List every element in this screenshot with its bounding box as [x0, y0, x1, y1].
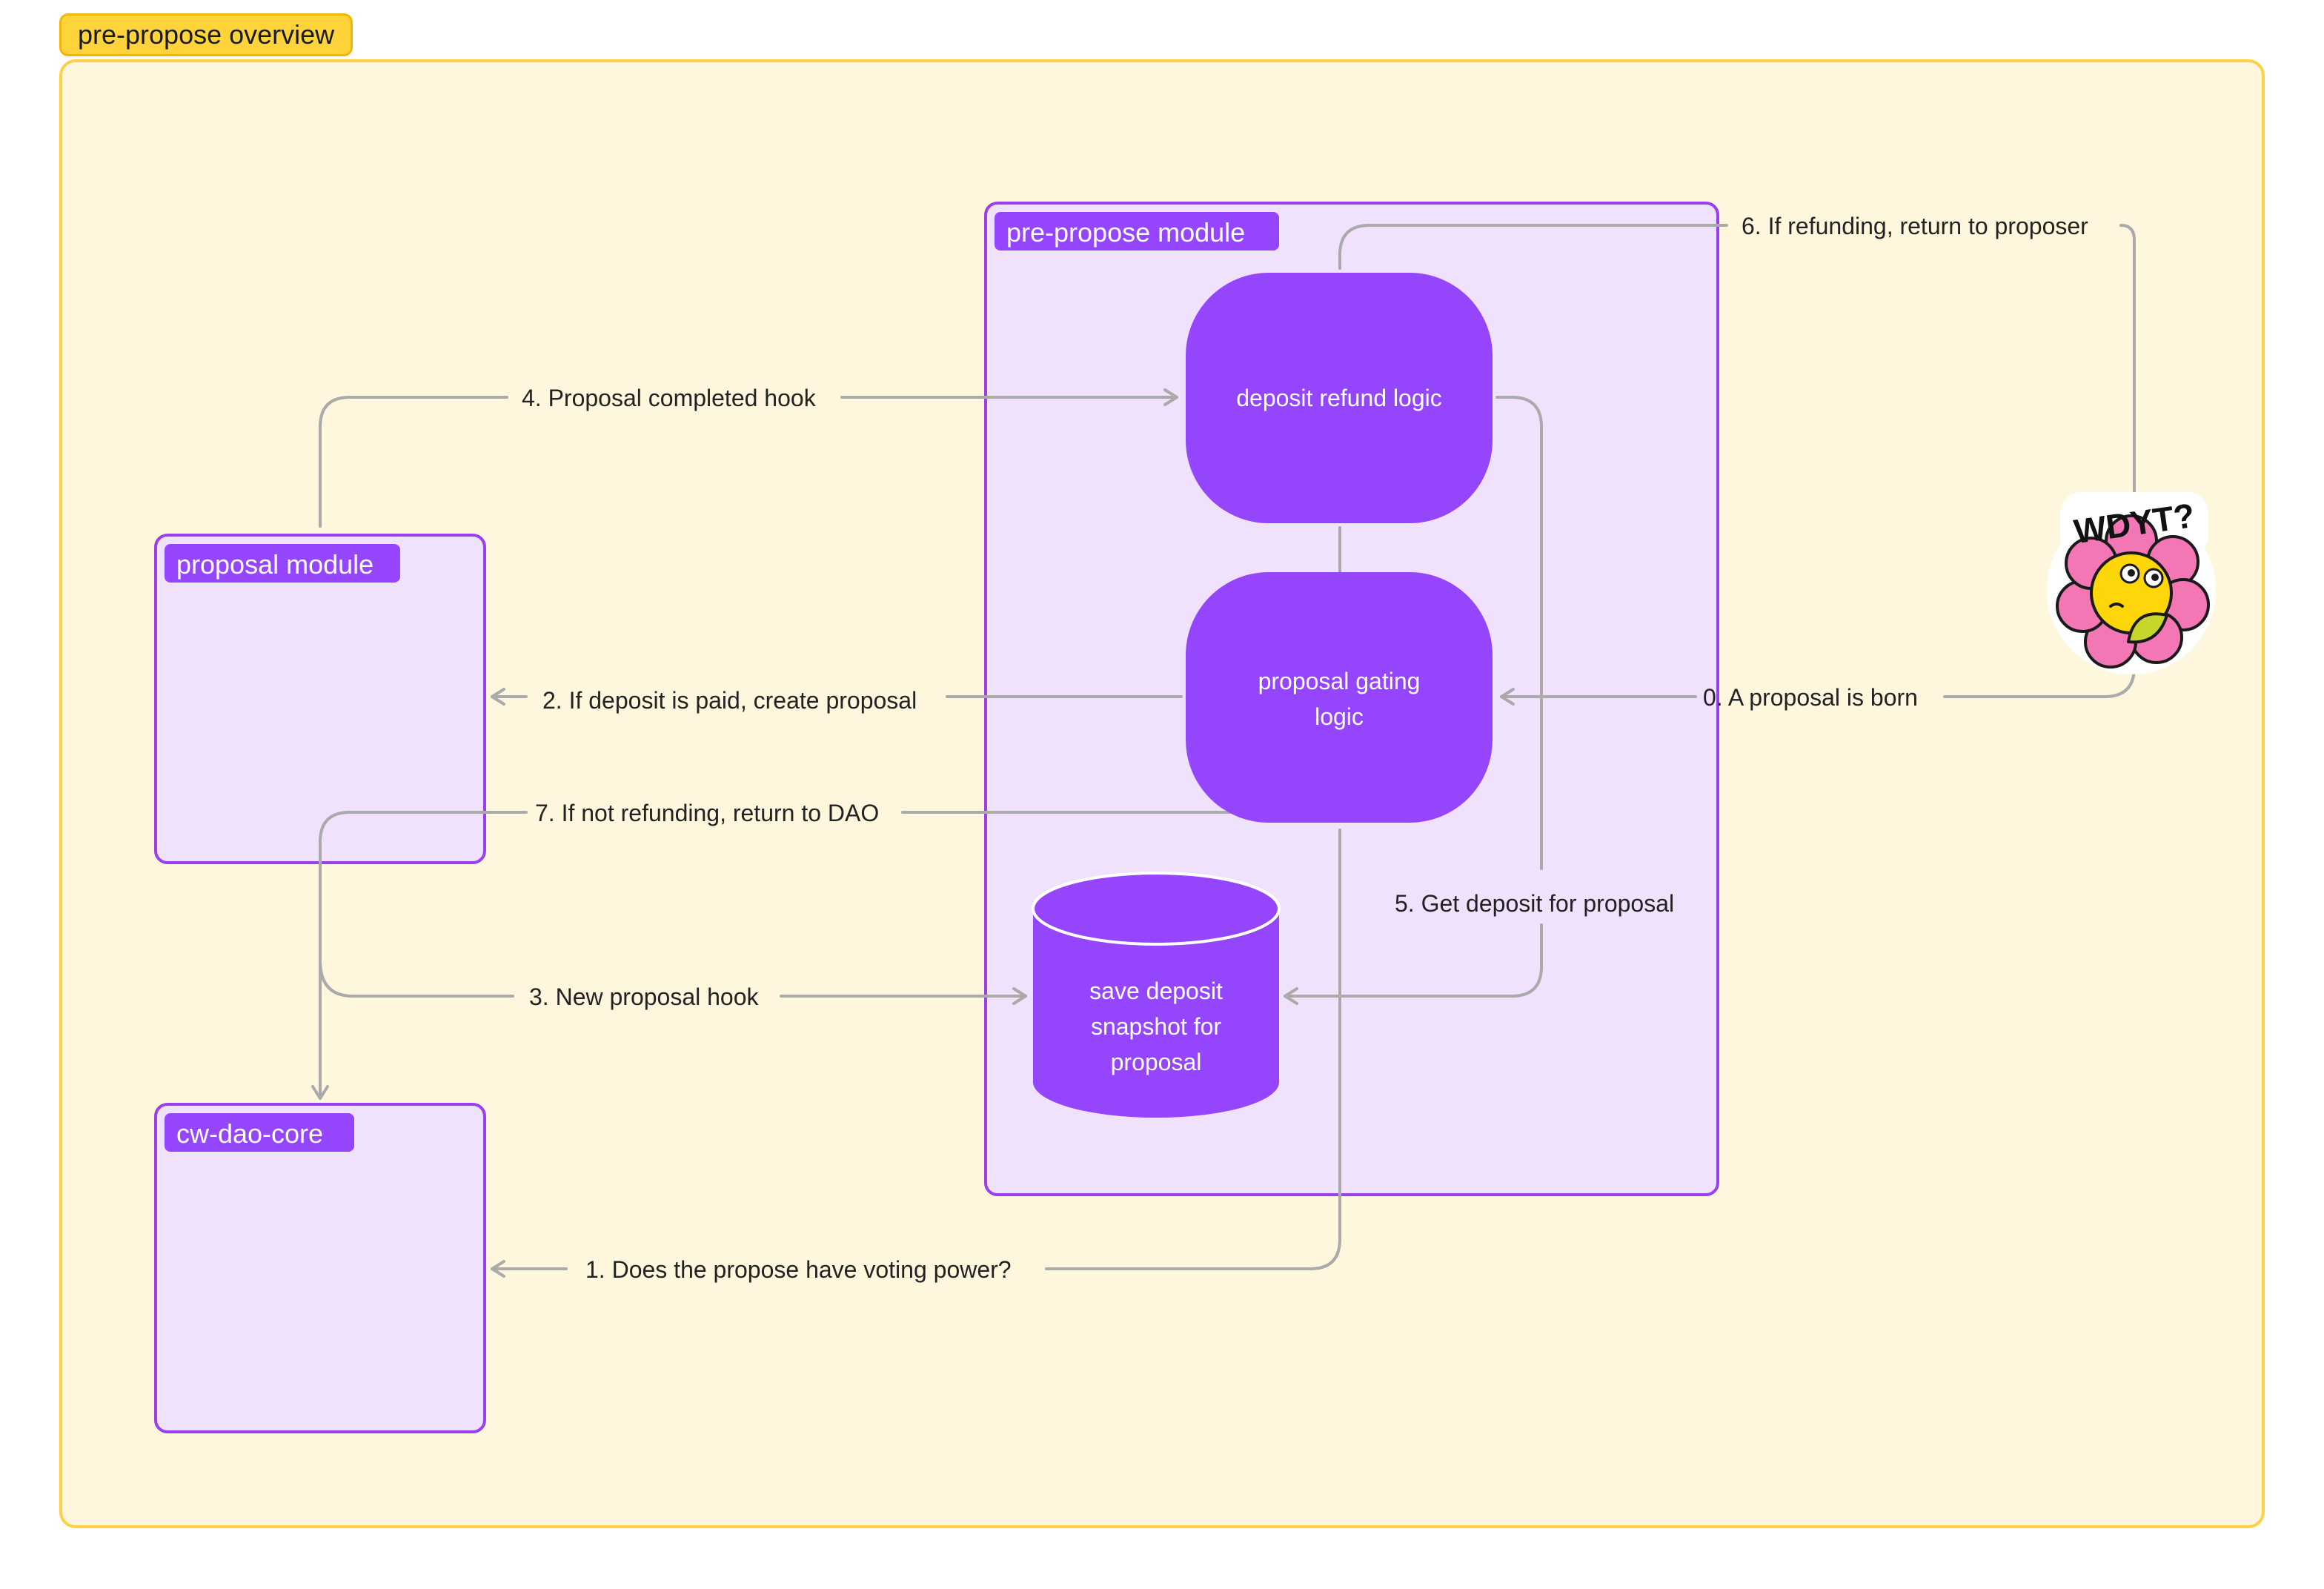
pre-propose-module-tag — [995, 212, 1279, 251]
edge-label-6: 6. If refunding, return to proposer — [1742, 213, 2088, 239]
save-deposit-snapshot-label-2: snapshot for — [1091, 1013, 1221, 1040]
cw-dao-core-label: cw-dao-core — [176, 1118, 323, 1149]
edge-4-line — [319, 396, 508, 528]
edge-1-line — [1045, 829, 1341, 1270]
edge-6-line — [1338, 224, 1728, 270]
edge-6-arrow — [2119, 224, 2143, 523]
edge-label-0: 0. A proposal is born — [1703, 684, 1918, 711]
deposit-refund-logic-label: deposit refund logic — [1236, 385, 1442, 411]
cw-dao-core-tag — [165, 1113, 354, 1152]
save-deposit-snapshot-node — [1032, 872, 1281, 1118]
deposit-refund-logic-node — [1186, 273, 1493, 523]
section-title: pre-propose overview — [59, 13, 353, 56]
save-deposit-snapshot-label-1: save deposit — [1089, 978, 1223, 1004]
proposal-gating-logic-label-1: proposal gating — [1258, 668, 1421, 694]
edge-label-2: 2. If deposit is paid, create proposal — [542, 687, 917, 714]
edge-5-line — [1495, 396, 1543, 870]
edge-5-arrow — [1284, 923, 1543, 1005]
wdyt-flower-sticker-icon — [2047, 492, 2216, 674]
proposal-module-label: proposal module — [176, 549, 374, 580]
edge-label-4: 4. Proposal completed hook — [522, 385, 817, 411]
proposal-gating-logic-node — [1186, 572, 1493, 823]
edge-7-arrow — [311, 811, 528, 1100]
edge-label-3: 3. New proposal hook — [529, 983, 760, 1010]
edge-label-1: 1. Does the propose have voting power? — [585, 1256, 1012, 1283]
edge-label-5: 5. Get deposit for proposal — [1395, 890, 1674, 917]
proposal-module-tag — [165, 544, 400, 583]
save-deposit-snapshot-label-3: proposal — [1111, 1049, 1202, 1075]
proposal-gating-logic-label-2: logic — [1315, 703, 1364, 730]
cw-dao-core-box — [154, 1103, 486, 1433]
pre-propose-module-label: pre-propose module — [1006, 217, 1245, 248]
edge-label-7: 7. If not refunding, return to DAO — [535, 800, 879, 826]
